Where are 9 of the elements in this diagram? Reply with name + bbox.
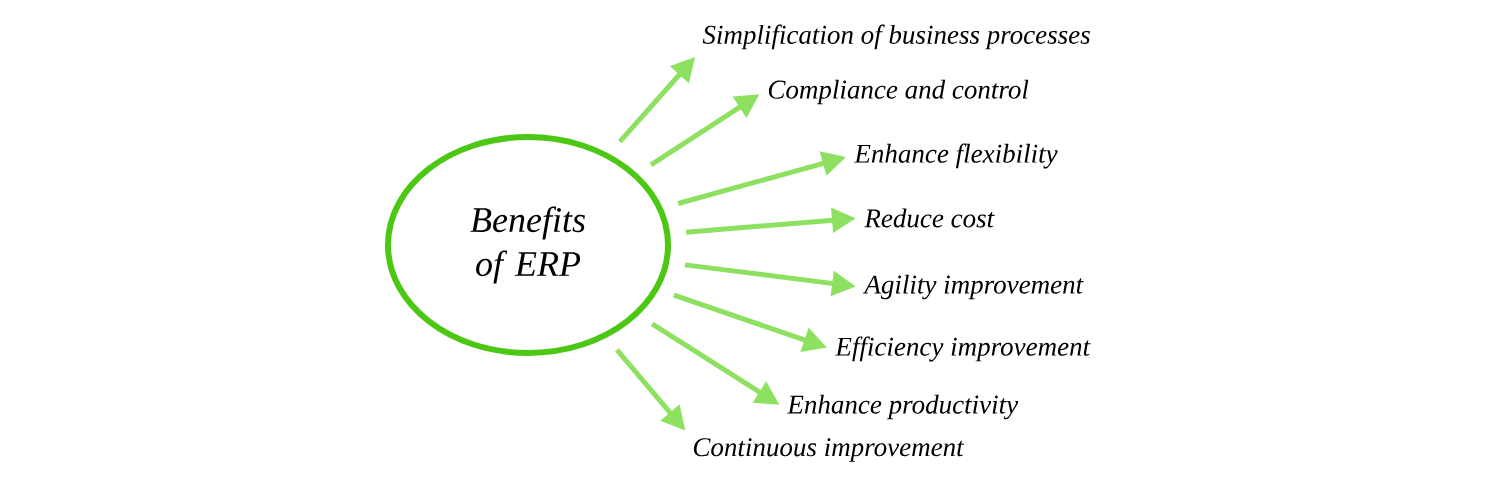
benefit-label: Simplification of business processes <box>702 24 1090 50</box>
benefit-label: Continuous improvement <box>693 438 965 462</box>
benefit-label: Compliance and control <box>768 79 1029 105</box>
benefit-label: Enhance flexibility <box>854 143 1058 169</box>
ellipse-ring: Benefits of ERP <box>385 134 671 356</box>
benefit-label: Efficiency improvement <box>835 336 1091 362</box>
benefit-label: Reduce cost <box>864 208 995 228</box>
benefit-label: Enhance productivity <box>787 394 1019 420</box>
benefit-label: Agility improvement <box>862 274 1084 300</box>
